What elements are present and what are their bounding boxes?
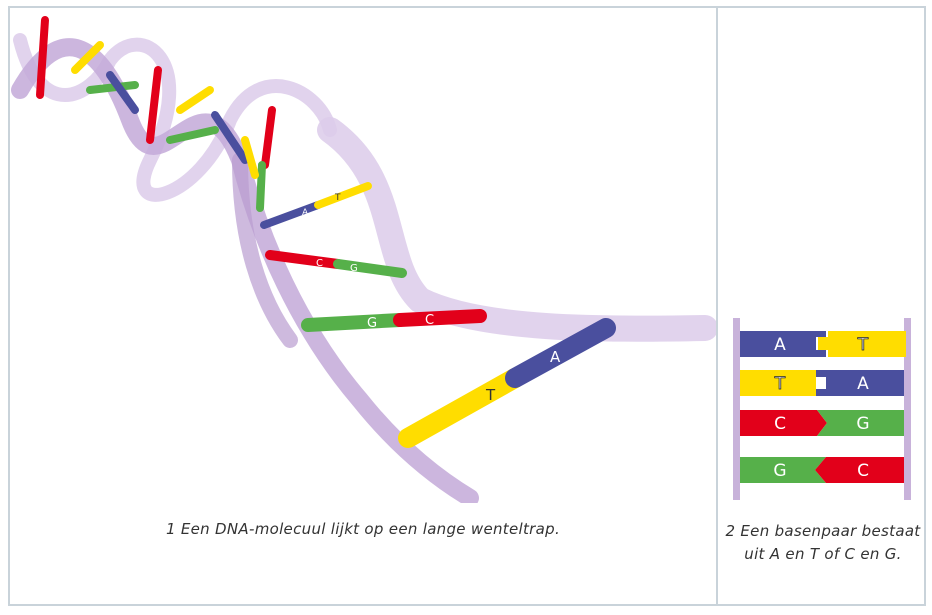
figure-2-caption: 2 Een basenpaar bestaat uit A en T of C … [725,522,921,563]
figure-border [8,6,926,606]
base-label: G [773,461,786,481]
base-label: A [857,374,869,394]
panel-divider [716,6,718,606]
base-label: A [550,348,561,366]
labeled-base-pair-cg: C G [265,250,407,278]
right-backbone [904,318,911,500]
base-label: T [857,335,869,355]
row-c-g: C G [740,410,904,436]
dna-helix-illustration: A T C G G C T A [11,16,716,503]
base-label: G [367,316,377,331]
base-label: C [425,313,434,328]
left-backbone [733,318,740,500]
base-pair-diagram: A T T A C G G C [733,318,911,500]
row-a-t: A T [740,331,906,357]
base-label: A [774,335,786,355]
row-t-a: T A [740,370,904,396]
base-label: C [316,258,323,269]
base-label: T [485,386,496,404]
base-label: C [857,461,869,481]
base-label: C [774,414,786,434]
upper-base-pairs [36,16,276,212]
base-label: A [302,208,309,218]
base-label: T [334,193,341,203]
base-label: T [774,374,786,394]
row-g-c: G C [740,457,904,483]
figure-1-caption: 1 Een DNA-molecuul lijkt op een lange we… [165,520,561,538]
labeled-base-pair-gc: G C [301,309,487,332]
labeled-base-pair-at: A T [260,182,372,229]
base-label: G [350,263,358,274]
base-label: G [856,414,869,434]
labeled-base-pair-ta: T A [398,318,616,448]
